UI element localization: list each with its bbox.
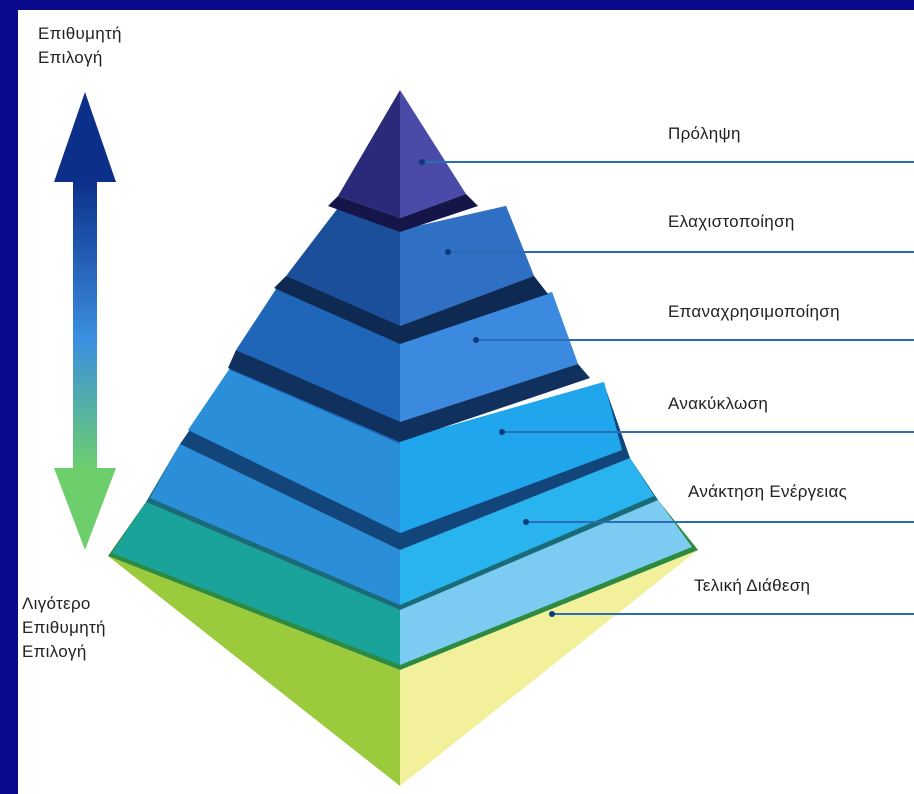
- least-desired-line-3: Επιλογή: [22, 642, 87, 661]
- tier-label-recycling: Ανακύκλωση: [668, 394, 769, 413]
- most-desired-line-1: Επιθυμητή: [38, 24, 122, 43]
- most-desired-line-2: Επιλογή: [38, 48, 103, 67]
- least-desired-line-1: Λιγότερο: [22, 594, 91, 613]
- tier-label-energy-recovery: Ανάκτηση Ενέργειας: [688, 482, 848, 501]
- tier-label-prevention: Πρόληψη: [668, 124, 741, 143]
- pyramid-graphic: [54, 90, 914, 786]
- tier-label-minimisation: Ελαχιστοποίηση: [668, 212, 795, 231]
- least-desired-line-2: Επιθυμητή: [22, 618, 106, 637]
- connector-lines: [419, 159, 914, 617]
- most-desired-label: Επιθυμητή Επιλογή: [38, 22, 122, 70]
- tier-minimisation: [274, 200, 548, 344]
- diagram-canvas: Επιθυμητή Επιλογή Λιγότερο Επιθυμητή Επι…: [18, 10, 914, 794]
- tier-label-reuse: Επαναχρησιμοποίηση: [668, 302, 840, 321]
- tier-reuse: [228, 286, 590, 444]
- tier-recycling: [150, 368, 654, 605]
- tier-label-final-disposal: Τελική Διάθεση: [694, 576, 811, 595]
- tier-prevention: [328, 90, 478, 232]
- preference-arrow-icon: [54, 92, 116, 550]
- least-desired-label: Λιγότερο Επιθυμητή Επιλογή: [22, 592, 106, 664]
